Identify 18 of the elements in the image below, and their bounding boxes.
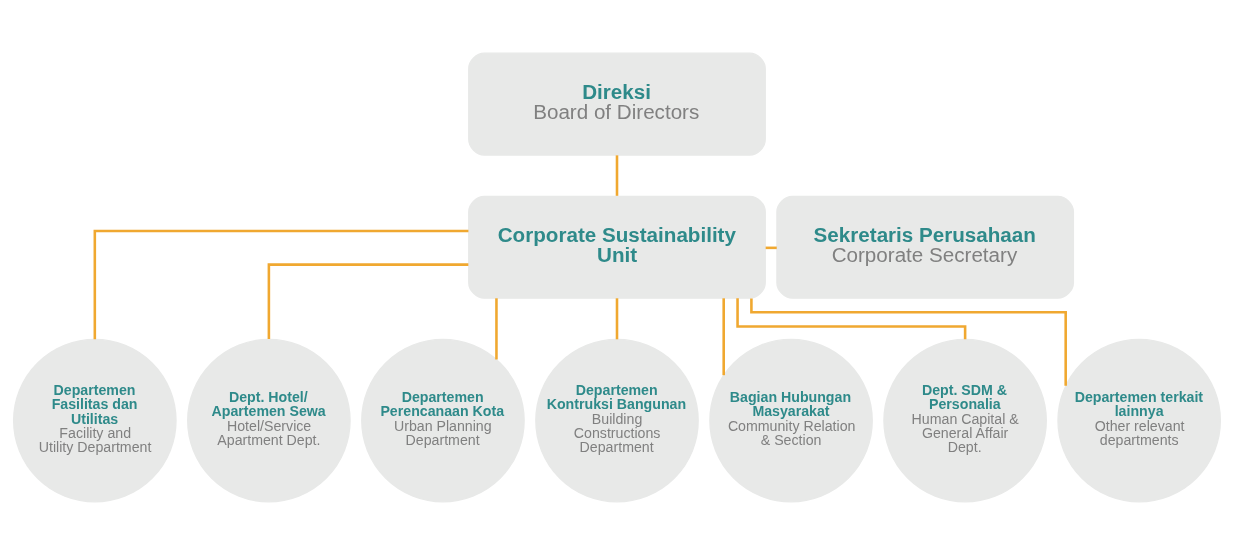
connector (615, 154, 619, 196)
connector (495, 297, 498, 359)
node-circle: Departemen Perencanaan Kota Urban Planning Department (361, 338, 525, 502)
node-circle: Departemen Kontruksi Bangunan Building Constructions Department (535, 338, 699, 502)
connector (93, 229, 469, 339)
node-circle: Dept. SDM & Personalia Human Capital & General Affair Dept. (883, 338, 1047, 502)
node-box: Direksi Board of Directors (468, 52, 766, 156)
connector (750, 298, 1067, 386)
connector (722, 297, 725, 375)
node-circle: Bagian Hubungan Masyarakat Community Relation & Section (709, 338, 873, 502)
node-box: Corporate Sustainability Unit (468, 195, 766, 299)
node-circle: Departemen terkait lainnya Other relevant departments (1057, 338, 1222, 502)
connector (615, 297, 619, 339)
node-box: Sekretaris Perusahaan Corporate Secretary (776, 195, 1075, 299)
connector (736, 297, 967, 339)
node-circle: Dept. Hotel/ Apartemen Sewa Hotel/Service Apartment Dept. (187, 338, 351, 502)
node-circle: Departemen Fasilitas dan Utilitas Facility and Utility Department (12, 338, 177, 502)
connector (267, 262, 469, 339)
